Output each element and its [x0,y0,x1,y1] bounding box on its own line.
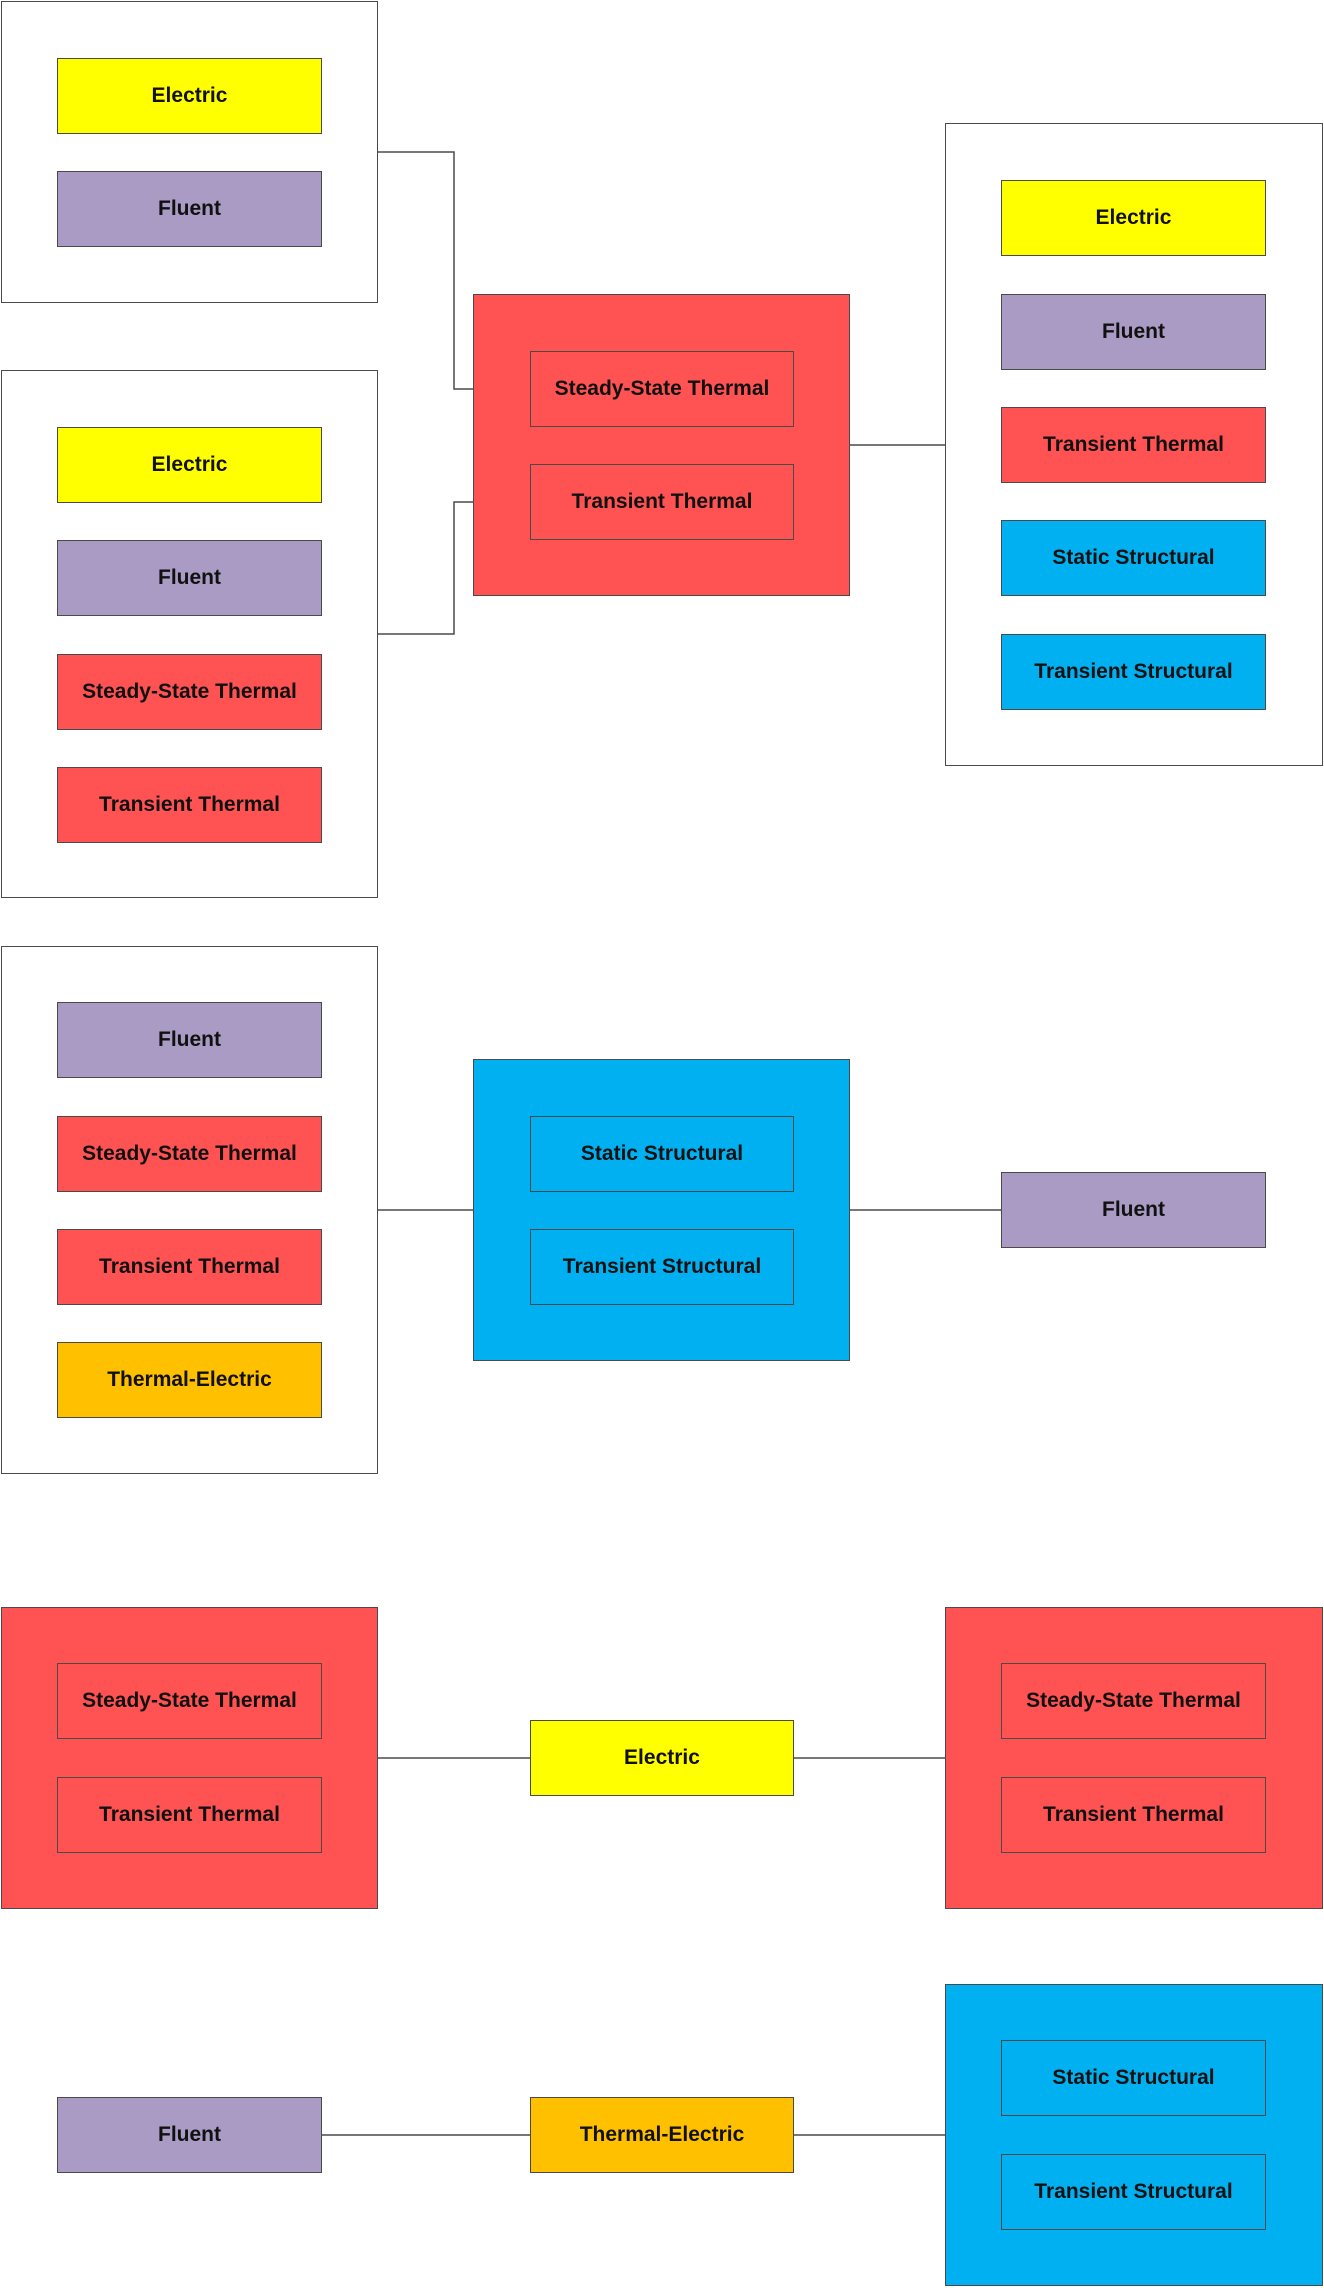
structural-group-bottom [945,1984,1323,2286]
thermal-hub-group [473,294,850,596]
static-structural-node[interactable]: Static Structural [1001,2040,1266,2116]
transient-structural-node[interactable]: Transient Structural [1001,634,1266,710]
structural-hub-group [473,1059,850,1361]
fluent-node[interactable]: Fluent [1001,1172,1266,1248]
transient-thermal-node[interactable]: Transient Thermal [57,1229,322,1305]
transient-thermal-node[interactable]: Transient Thermal [1001,407,1266,483]
steady-state-thermal-node[interactable]: Steady-State Thermal [57,654,322,730]
transient-structural-node[interactable]: Transient Structural [1001,2154,1266,2230]
transient-thermal-node[interactable]: Transient Thermal [530,464,794,540]
fluent-node[interactable]: Fluent [57,540,322,616]
steady-state-thermal-node[interactable]: Steady-State Thermal [1001,1663,1266,1739]
fluent-node[interactable]: Fluent [57,1002,322,1078]
electric-node[interactable]: Electric [57,427,322,503]
thermal-electric-node[interactable]: Thermal-Electric [530,2097,794,2173]
source-group-1 [1,1,378,303]
static-structural-node[interactable]: Static Structural [530,1116,794,1192]
thermal-group-left [1,1607,378,1909]
electric-node[interactable]: Electric [57,58,322,134]
transient-thermal-node[interactable]: Transient Thermal [57,1777,322,1853]
transient-structural-node[interactable]: Transient Structural [530,1229,794,1305]
fluent-node[interactable]: Fluent [57,2097,322,2173]
steady-state-thermal-node[interactable]: Steady-State Thermal [57,1116,322,1192]
electric-node[interactable]: Electric [530,1720,794,1796]
thermal-electric-node[interactable]: Thermal-Electric [57,1342,322,1418]
static-structural-node[interactable]: Static Structural [1001,520,1266,596]
fluent-node[interactable]: Fluent [57,171,322,247]
transient-thermal-node[interactable]: Transient Thermal [57,767,322,843]
transient-thermal-node[interactable]: Transient Thermal [1001,1777,1266,1853]
steady-state-thermal-node[interactable]: Steady-State Thermal [530,351,794,427]
fluent-node[interactable]: Fluent [1001,294,1266,370]
electric-node[interactable]: Electric [1001,180,1266,256]
thermal-group-right [945,1607,1323,1909]
steady-state-thermal-node[interactable]: Steady-State Thermal [57,1663,322,1739]
